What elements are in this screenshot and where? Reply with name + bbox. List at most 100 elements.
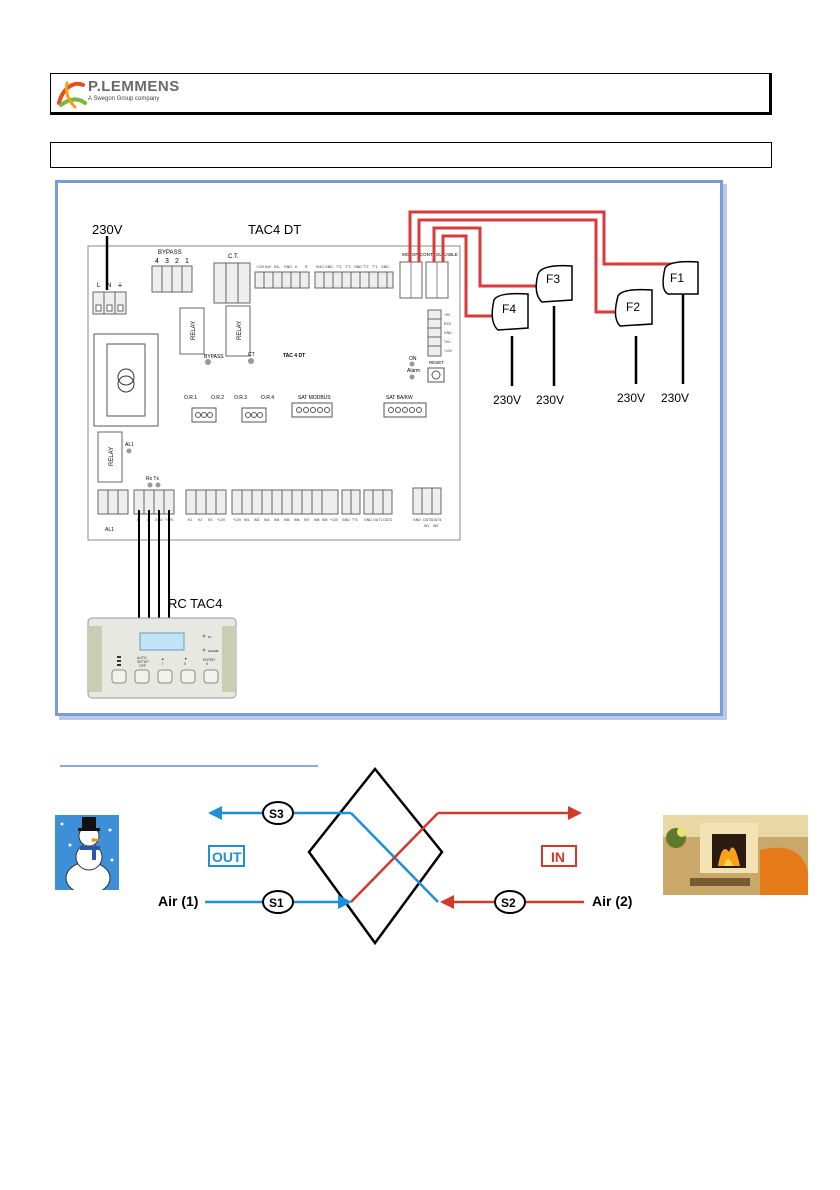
svg-text:230V: 230V: [661, 391, 689, 405]
remote-button-1[interactable]: [111, 669, 127, 684]
svg-text:TX0: TX0: [444, 340, 450, 344]
svg-text:IN6: IN6: [294, 518, 300, 522]
ct-relay: [225, 305, 251, 357]
svg-text:IN1: IN1: [244, 518, 250, 522]
reset-button[interactable]: [427, 367, 445, 383]
svg-text:GND: GND: [413, 518, 421, 522]
remote-label: RC TAC4: [168, 596, 222, 611]
company-logo: [57, 81, 87, 109]
in-label: IN: [551, 849, 565, 865]
snowman-image: [55, 815, 119, 898]
svg-text:IN7: IN7: [304, 518, 310, 522]
svg-text:S1: S1: [269, 896, 284, 910]
fireplace-image: [663, 815, 808, 895]
svg-text:GND: GND: [444, 331, 452, 335]
svg-text:▲: ▲: [161, 657, 164, 661]
svg-text:IN10: IN10: [316, 265, 323, 269]
sensor-s3: S3: [262, 801, 294, 825]
svg-text:CT: CT: [248, 352, 255, 358]
ct-led: [248, 358, 254, 364]
remote-display: [139, 632, 185, 651]
top-terminal-block: [254, 271, 394, 289]
svg-text:ENTER: ENTER: [203, 658, 215, 662]
svg-text:F1: F1: [670, 271, 684, 285]
svg-text:GND: GND: [325, 265, 333, 269]
svg-text:T°4: T°4: [336, 265, 342, 269]
svg-text:F2: F2: [626, 300, 640, 314]
svg-text:IN4: IN4: [274, 518, 280, 522]
alarm-led: [409, 374, 415, 380]
svg-text:F3: F3: [546, 272, 560, 286]
right-terminal-block: [427, 309, 442, 357]
svg-text:SETUP: SETUP: [137, 660, 149, 664]
svg-text:K2: K2: [198, 518, 202, 522]
svg-text:T°3: T°3: [345, 265, 351, 269]
sat-baxw-connector: [383, 402, 427, 418]
sat-baxw-label: SAT BA/KW: [386, 395, 413, 401]
remote-button-enter[interactable]: [203, 669, 219, 684]
svg-text:GND: GND: [381, 265, 389, 269]
svg-text:+12V: +12V: [444, 349, 453, 353]
svg-text:IN5: IN5: [284, 518, 290, 522]
svg-text:S3: S3: [269, 807, 284, 821]
svg-text:OUT3: OUT3: [423, 518, 432, 522]
svg-text:3: 3: [165, 258, 169, 265]
svg-text:ALARM: ALARM: [208, 649, 219, 653]
svg-text:S2: S2: [501, 896, 516, 910]
svg-text:O.R.4: O.R.4: [261, 395, 274, 401]
out-label-box: [208, 845, 245, 867]
out-label: OUT: [212, 849, 242, 865]
fan-f3: F3 230V: [535, 264, 573, 407]
svg-text:▼: ▼: [184, 657, 187, 661]
fan-f1: F1 230V: [661, 260, 699, 405]
ct-header: C.T.: [228, 254, 239, 260]
al1-led: [126, 448, 132, 454]
svg-text:RELAY: RELAY: [109, 447, 115, 466]
svg-text:OUT4: OUT4: [432, 518, 441, 522]
sensor-s2: S2: [494, 890, 526, 914]
svg-text:AUTO: AUTO: [137, 656, 147, 660]
svg-text:O.R.2: O.R.2: [211, 395, 224, 401]
remote-button-down[interactable]: [180, 669, 196, 684]
remote-control: Fx ALARM AUTO SETUP OFF ▲ I ▼ II ENTER K: [87, 617, 237, 699]
svg-text:GND: GND: [354, 265, 362, 269]
logo-name: P.LEMMENS: [88, 78, 180, 95]
svg-text:IN9: IN9: [322, 518, 328, 522]
svg-text:K: K: [206, 662, 209, 666]
svg-text:K: K: [295, 265, 298, 269]
terminal-ground: ⏚: [117, 282, 123, 289]
svg-text:T°2: T°2: [363, 265, 369, 269]
motor-control-cables: [408, 210, 672, 318]
svg-text:IN8: IN8: [314, 518, 320, 522]
svg-text:RELAY: RELAY: [237, 321, 243, 340]
mains-label: 230V: [92, 222, 123, 237]
svg-text:KA+: KA+: [265, 265, 272, 269]
svg-text:T°1: T°1: [372, 265, 378, 269]
svg-text:F4: F4: [502, 302, 516, 316]
remote-button-up[interactable]: [157, 669, 173, 684]
svg-text:OUT1: OUT1: [373, 518, 382, 522]
svg-text:GND: GND: [284, 265, 292, 269]
svg-text:II: II: [184, 662, 186, 666]
svg-text:1: 1: [185, 258, 189, 265]
svg-text:+5V: +5V: [444, 313, 451, 317]
bypass-led: [205, 359, 211, 365]
svg-text:IN2: IN2: [254, 518, 260, 522]
fan-f4: F4 230V: [491, 292, 529, 407]
transformer-icon: [117, 368, 135, 386]
terminal-n: N: [107, 283, 111, 289]
svg-text:GND: GND: [364, 518, 372, 522]
svg-text:O.R.3: O.R.3: [234, 395, 247, 401]
svg-text:Fx: Fx: [208, 635, 212, 639]
remote-button-mode[interactable]: [134, 669, 150, 684]
svg-text:W2: W2: [433, 524, 438, 528]
svg-text:O.R.1: O.R.1: [184, 395, 197, 401]
board-title: TAC4 DT: [248, 222, 301, 237]
sat-modbus-label: SAT MODBUS: [298, 395, 331, 401]
sensor-s1: S1: [262, 890, 294, 914]
svg-text:Alarm: Alarm: [407, 368, 420, 374]
svg-text:K3: K3: [208, 518, 212, 522]
subtitle-box: [50, 142, 772, 168]
svg-text:IN3: IN3: [264, 518, 270, 522]
